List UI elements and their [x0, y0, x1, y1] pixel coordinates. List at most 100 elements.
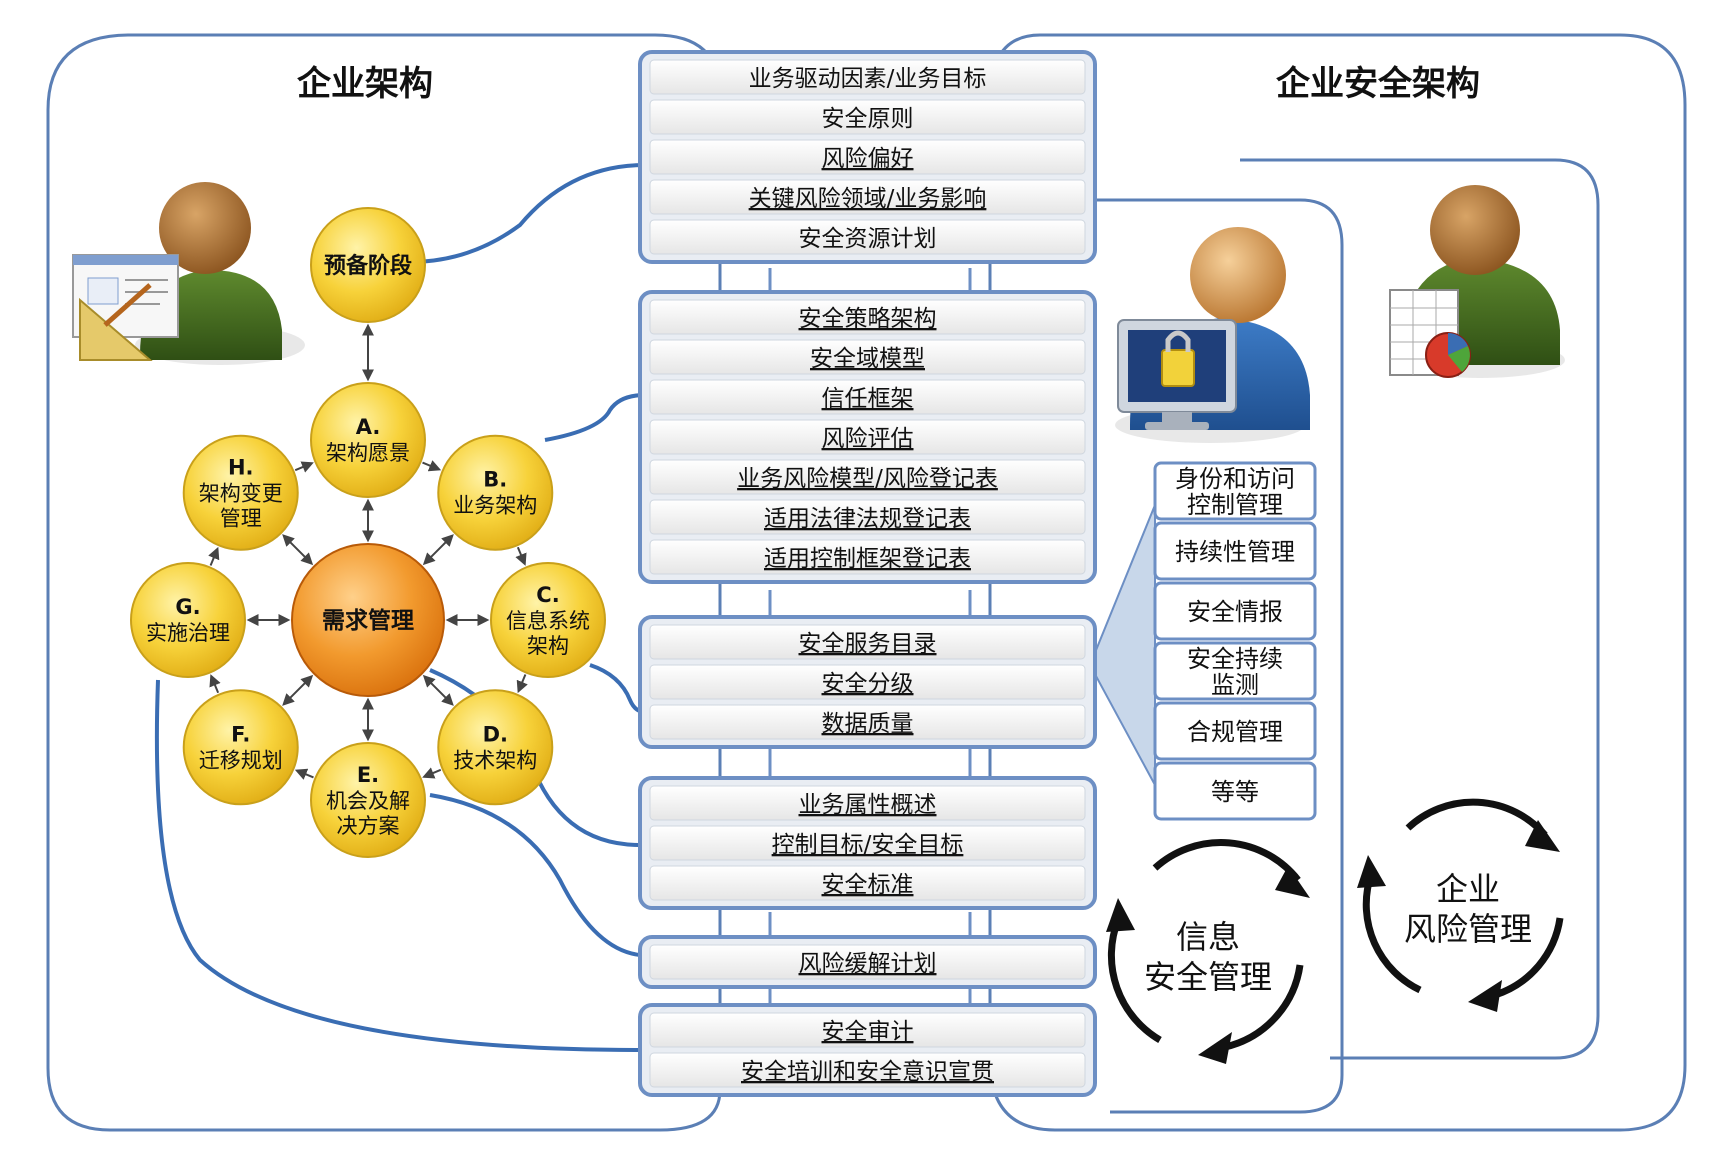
stack-item-bar: [649, 624, 1086, 660]
security-service-box[interactable]: [1153, 581, 1317, 641]
security-service-label: 监测: [1211, 671, 1259, 699]
adm-center-label: 需求管理: [322, 607, 414, 634]
stack-item-label[interactable]: 安全原则: [822, 106, 914, 132]
adm-node-letter: C.: [536, 583, 559, 607]
stack-item-bar: [649, 99, 1086, 135]
security-service-box[interactable]: [1153, 641, 1317, 701]
stack-item-label[interactable]: 业务属性概述: [799, 792, 937, 818]
stack-item-label[interactable]: 安全域模型: [810, 346, 925, 372]
security-service-box[interactable]: [1153, 521, 1317, 581]
stack-item-bar: [649, 59, 1086, 95]
adm-node-label: 管理: [220, 507, 262, 531]
adm-node-letter: A.: [356, 415, 381, 439]
security-service-label: 安全持续: [1187, 645, 1283, 673]
security-service-box[interactable]: [1153, 701, 1317, 761]
stack-item-label[interactable]: 数据质量: [822, 711, 914, 737]
risk-management-frame: [1240, 158, 1600, 1060]
stack-item-label[interactable]: 安全标准: [822, 872, 914, 898]
stack-item-label[interactable]: 业务风险模型/风险登记表: [737, 466, 998, 492]
adm-node-letter: G.: [175, 595, 200, 619]
padlock-monitor-icon: [1117, 319, 1237, 430]
adm-node-letter: D.: [483, 722, 508, 746]
enterprise-risk-label-line2: 风险管理: [1404, 910, 1532, 948]
security-service-label: 等等: [1211, 778, 1259, 806]
stack-item-label[interactable]: 安全培训和安全意识宣贯: [741, 1059, 994, 1085]
adm-node-label: 实施治理: [146, 621, 230, 645]
security-service-label: 持续性管理: [1175, 538, 1295, 566]
stack-item-bar: [649, 179, 1086, 215]
stack-item-bar: [649, 1052, 1086, 1088]
info-security-cycle: 信息 安全管理: [1106, 839, 1310, 1064]
stack-item-label[interactable]: 安全策略架构: [799, 306, 937, 332]
adm-wheel: 预备阶段A.架构愿景B.业务架构C.信息系统架构D.技术架构E.机会及解决方案F…: [130, 207, 606, 858]
stack-item-bar: [649, 339, 1086, 375]
stack-item-label[interactable]: 业务驱动因素/业务目标: [749, 66, 987, 92]
stack-item-bar: [649, 1012, 1086, 1048]
enterprise-risk-cycle: 企业 风险管理: [1357, 798, 1564, 1012]
adm-node-phase-e[interactable]: [310, 742, 426, 858]
adm-node-requirements-management[interactable]: [291, 543, 445, 697]
stack-item-bar: [649, 825, 1086, 861]
adm-node-label: 技术架构: [453, 748, 537, 772]
stack-item-label[interactable]: 风险评估: [822, 426, 914, 452]
spreadsheet-chart-icon: [1389, 289, 1471, 378]
adm-node-letter: F.: [231, 722, 250, 746]
info-security-label-line1: 信息: [1176, 918, 1240, 956]
stack-item-bar: [649, 299, 1086, 335]
stack-item-label[interactable]: 安全分级: [822, 671, 914, 697]
security-service-box[interactable]: [1153, 761, 1317, 821]
stack-item-label[interactable]: 适用法律法规登记表: [764, 506, 971, 532]
stack-item-label[interactable]: 风险偏好: [822, 146, 914, 172]
stack-item-label[interactable]: 安全审计: [822, 1019, 914, 1045]
stack-item-bar: [649, 664, 1086, 700]
adm-node-phase-a[interactable]: [310, 382, 426, 498]
stack-item-bar: [649, 219, 1086, 255]
adm-node-preliminary[interactable]: [310, 207, 426, 323]
stack-item-label[interactable]: 关键风险领域/业务影响: [749, 186, 987, 212]
stack-item-label[interactable]: 安全资源计划: [799, 226, 937, 252]
security-service-box[interactable]: [1153, 461, 1317, 521]
adm-cycle-link: [294, 768, 314, 780]
stack-item-label[interactable]: 风险缓解计划: [799, 951, 937, 977]
adm-center-link: [282, 674, 314, 706]
stack-item-label[interactable]: 适用控制框架登记表: [764, 546, 971, 572]
adm-node-label: 架构变更: [199, 482, 283, 506]
adm-node-phase-d[interactable]: [437, 689, 554, 806]
stack-item-bar: [649, 459, 1086, 495]
stack-item-label[interactable]: 安全服务目录: [799, 631, 937, 657]
adm-node-phase-f[interactable]: [182, 689, 299, 806]
adm-node-label: 信息系统: [506, 609, 590, 633]
adm-node-phase-g[interactable]: [130, 562, 246, 678]
security-service-label: 身份和访问: [1175, 465, 1295, 493]
adm-cycle-link: [422, 460, 442, 472]
adm-node-label: 架构: [527, 634, 569, 658]
adm-cycle-link: [422, 767, 442, 779]
adm-center-link: [422, 534, 454, 566]
adm-cycle-link: [208, 546, 220, 566]
stack-item-label[interactable]: 信任框架: [822, 386, 914, 412]
stack-item-bar: [649, 139, 1086, 175]
stack-item-bar: [649, 499, 1086, 535]
adm-node-letter: B.: [483, 468, 507, 492]
adm-cycle-link: [515, 546, 527, 566]
adm-node-label: 机会及解: [326, 789, 410, 813]
adm-center-link: [282, 534, 314, 566]
adm-cycle-link: [209, 674, 221, 694]
security-service-label: 合规管理: [1187, 718, 1283, 746]
stack-item-bar: [649, 379, 1086, 415]
adm-node-phase-h[interactable]: [182, 434, 299, 551]
adm-connector-lines: [154, 163, 646, 1052]
security-service-label: 控制管理: [1187, 491, 1283, 519]
adm-node-phase-c[interactable]: [490, 562, 606, 678]
security-admin-person-icon: [1115, 227, 1310, 443]
stack-item-bar: [649, 785, 1086, 821]
stack-item-bar: [649, 539, 1086, 575]
adm-node-preliminary-label: 预备阶段: [324, 253, 412, 279]
adm-cycle-link: [516, 674, 528, 694]
security-artifacts-stack: 业务驱动因素/业务目标安全原则风险偏好关键风险领域/业务影响安全资源计划安全策略…: [638, 50, 1097, 1097]
stack-item-label[interactable]: 控制目标/安全目标: [772, 832, 964, 858]
adm-node-phase-b[interactable]: [437, 434, 554, 551]
adm-cycle-link: [294, 461, 314, 473]
